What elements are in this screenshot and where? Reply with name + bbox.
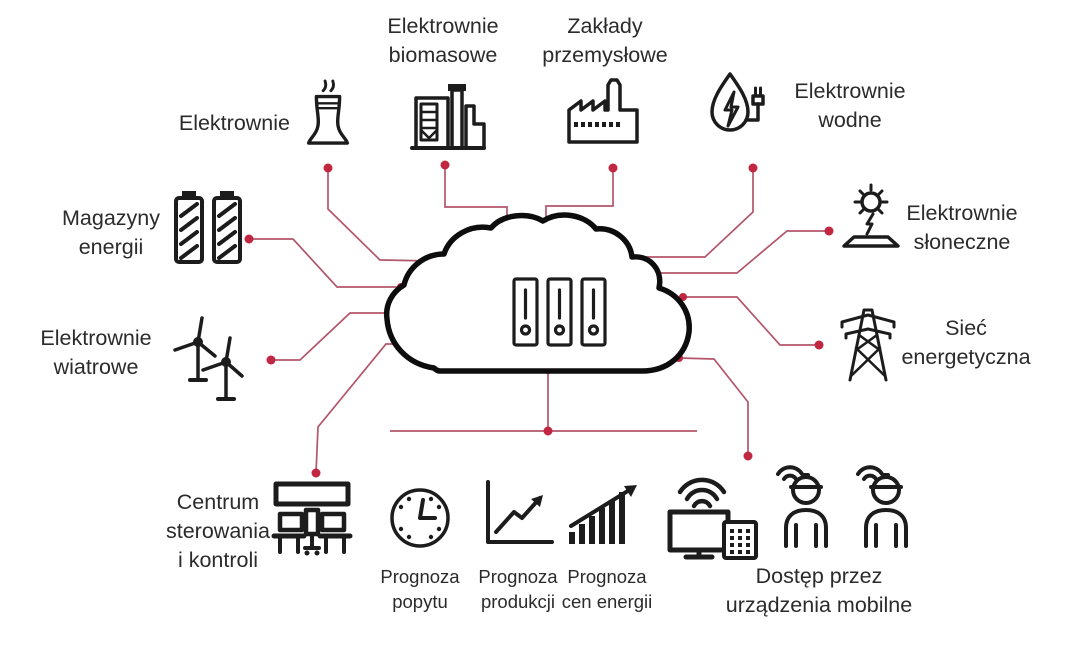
bar-chart-icon [563, 474, 649, 556]
label-mobilne: Dostęp przez urządzenia mobilne [706, 562, 932, 620]
label-line: i kontroli [177, 548, 259, 572]
label-line: Elektrownie [40, 326, 152, 350]
label-line: słoneczne [913, 230, 1011, 254]
mobile-workers-icon [760, 462, 922, 548]
label-line: Elektrownie [906, 201, 1018, 225]
cooling-tower-icon [297, 76, 359, 150]
label-line: wiatrowe [53, 355, 139, 379]
label-biomasowe: Elektrownie biomasowe [375, 12, 511, 70]
power-grid-tower-icon [836, 302, 900, 384]
wifi-icon [776, 465, 884, 481]
label-magazyny: Magazyny energii [50, 204, 172, 262]
factory-icon [563, 72, 643, 148]
label-line: produkcji [480, 591, 556, 612]
label-line: Elektrownie [178, 111, 290, 135]
connector-wiatrowe [271, 312, 397, 361]
label-line: cen energii [561, 591, 653, 612]
connector-magazyny [249, 238, 401, 288]
control-center-icon [270, 476, 354, 562]
connector-wodne [621, 168, 754, 258]
label-line: Centrum [176, 490, 260, 514]
label-centrum: Centrum sterowania i kontroli [156, 488, 280, 575]
label-line: Prognoza [567, 566, 647, 587]
label-line: urządzenia mobilne [725, 593, 913, 617]
solar-plant-icon [840, 182, 902, 256]
mobile-access-icon [666, 464, 760, 560]
label-wodne: Elektrownie wodne [788, 77, 912, 135]
label-wiatrowe: Elektrownie wiatrowe [28, 324, 164, 382]
label-line: Elektrownie [794, 79, 906, 103]
battery-storage-icon [172, 186, 244, 268]
server-binders-icon [512, 277, 607, 347]
label-elektrownie: Elektrownie [130, 109, 290, 138]
line-chart-icon [476, 476, 560, 556]
label-line: Magazyny [62, 206, 160, 230]
label-line: przemysłowe [542, 43, 668, 67]
label-line: Elektrownie [387, 14, 499, 38]
label-line: biomasowe [388, 43, 498, 67]
label-line: Dostęp przez [755, 564, 883, 588]
label-produkcji: Prognoza produkcji [466, 564, 570, 614]
label-cen: Prognoza cen energii [554, 564, 660, 614]
label-line: popytu [392, 591, 448, 612]
worker-icon [784, 473, 828, 548]
label-przemyslowe: Zakłady przemysłowe [537, 12, 673, 70]
connector-elektrownie [327, 168, 434, 262]
hydro-plant-icon [704, 70, 782, 150]
keypad-device-icon [722, 520, 758, 560]
label-line: wodne [818, 108, 882, 132]
biomass-plant-icon [408, 80, 488, 152]
label-line: energii [78, 235, 144, 259]
worker-icon [864, 473, 908, 548]
clock-icon [386, 482, 454, 554]
connector-sloneczne [628, 230, 829, 274]
wifi-icon [677, 477, 727, 509]
label-sloneczne: Elektrownie słoneczne [898, 199, 1026, 257]
label-line: sterowania [166, 519, 270, 543]
label-line: Prognoza [478, 566, 558, 587]
label-line: Sieć [945, 316, 987, 340]
label-line: Prognoza [380, 566, 460, 587]
connector-mobilne [678, 357, 749, 456]
monitor-icon [667, 509, 731, 560]
label-popytu: Prognoza popytu [376, 564, 464, 614]
label-line: Zakłady [567, 14, 643, 38]
connector-siec [683, 296, 819, 346]
label-line: energetyczna [901, 345, 1031, 369]
wind-turbines-icon [158, 306, 260, 404]
label-siec: Sieć energetyczna [896, 314, 1036, 372]
